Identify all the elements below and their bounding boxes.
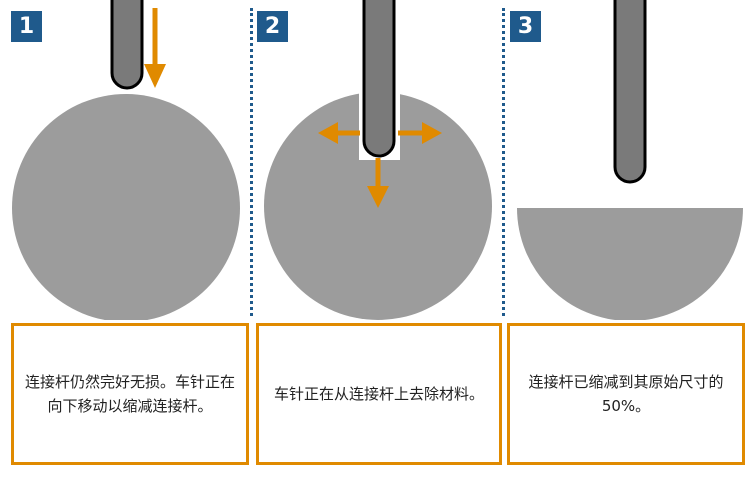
step-caption-text-2: 车针正在从连接杆上去除材料。 (273, 385, 484, 403)
step-number-badge-2: 2 (257, 11, 288, 42)
step-2-illustration (264, 0, 492, 320)
step-panel-2: 2 车针正在从连接杆上去除材料。 (252, 0, 504, 479)
panel-divider-1 (250, 8, 253, 316)
step-panel-3: 3 连接杆已缩减到其原始尺寸的 50%。 (504, 0, 756, 479)
right-arrow-icon (398, 122, 442, 144)
connector-rod-reduced (517, 208, 743, 320)
step-caption-box-3: 连接杆已缩减到其原始尺寸的 50%。 (507, 323, 745, 465)
bur-tool (110, 0, 144, 90)
step-caption-text-1: 连接杆仍然完好无损。车针正在向下移动以缩减连接杆。 (24, 373, 235, 415)
left-arrow-icon (318, 122, 360, 144)
down-arrow-icon (144, 8, 166, 88)
panel-divider-2 (502, 8, 505, 316)
step-caption-box-1: 连接杆仍然完好无损。车针正在向下移动以缩减连接杆。 (11, 323, 249, 465)
bur-tool (362, 0, 396, 158)
step-number-badge-1: 1 (11, 11, 42, 42)
step-panel-1: 1 连接杆仍然完好无损。车针正在向下移动以缩减连接杆。 (0, 0, 252, 479)
bur-tool (613, 0, 647, 184)
down-arrow-icon (367, 158, 389, 208)
step-1-illustration (12, 0, 240, 320)
step-3-illustration (517, 0, 743, 320)
step-caption-text-3: 连接杆已缩减到其原始尺寸的 50%。 (528, 373, 724, 415)
step-caption-box-2: 车针正在从连接杆上去除材料。 (256, 323, 502, 465)
connector-rod-full (12, 94, 240, 320)
step-number-badge-3: 3 (510, 11, 541, 42)
